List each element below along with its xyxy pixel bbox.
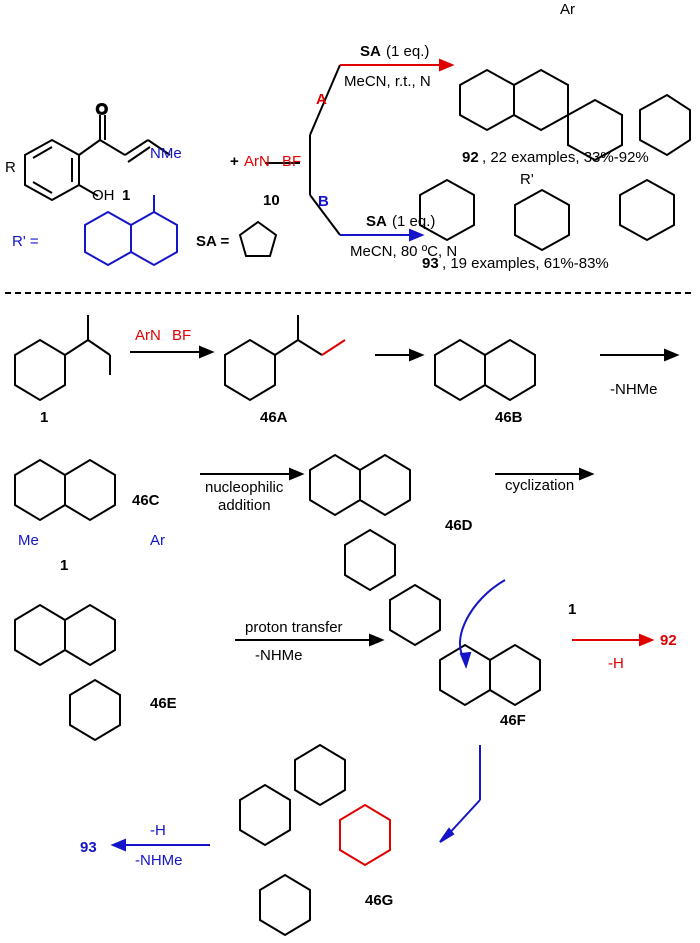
m-minus-h-92: -H bbox=[608, 655, 624, 672]
route-b-link bbox=[309, 194, 341, 236]
m-1b: 1 bbox=[60, 557, 68, 574]
m-pt-nhme2: -NHMe bbox=[255, 647, 303, 664]
succinic-anhydride bbox=[238, 220, 278, 257]
m-minus-h-93: -H bbox=[150, 822, 166, 839]
rprime-chromone bbox=[84, 195, 178, 267]
mech-row3 bbox=[14, 579, 655, 742]
m-46g: 46G bbox=[365, 892, 393, 909]
top-r: R bbox=[5, 159, 16, 176]
mech-row1 bbox=[14, 315, 680, 402]
top-nme2: NMe bbox=[150, 145, 182, 162]
sa-def: SA = bbox=[196, 233, 229, 250]
m-1a: 1 bbox=[40, 409, 48, 426]
top-reagent-bf: BF bbox=[282, 153, 301, 170]
m-nuc1: nucleophilic bbox=[205, 479, 284, 496]
m-pt: proton transfer bbox=[245, 619, 343, 636]
m-46d: 46D bbox=[445, 517, 473, 534]
top-starting-material bbox=[24, 115, 171, 202]
m-46f: 46F bbox=[500, 712, 526, 729]
sa-a: SA bbox=[360, 43, 381, 60]
m-step1-ar: ArN bbox=[135, 327, 161, 344]
rprime-def: R' = bbox=[12, 233, 39, 250]
sa-b: SA bbox=[366, 213, 387, 230]
top-oh: OH bbox=[92, 187, 115, 204]
m-92: 92 bbox=[660, 632, 677, 649]
cond-a: MeCN, r.t., N bbox=[344, 73, 431, 90]
m-46e: 46E bbox=[150, 695, 177, 712]
m-me2n: Me bbox=[18, 532, 39, 549]
p93-rp: R' bbox=[520, 171, 534, 188]
o-label: O bbox=[96, 101, 108, 118]
route-a-arrowhead bbox=[439, 58, 455, 72]
p93-text: , 19 examples, 61%-83% bbox=[442, 255, 609, 272]
top-10: 10 bbox=[263, 192, 280, 209]
top-1: 1 bbox=[122, 187, 130, 204]
m-nhme2-93: -NHMe bbox=[135, 852, 183, 869]
m-step1-bf: BF bbox=[172, 327, 191, 344]
top-plus: + bbox=[230, 153, 239, 170]
m-ar1: Ar bbox=[150, 532, 165, 549]
route-b-arrowhead bbox=[409, 228, 425, 242]
product-93-structure bbox=[419, 178, 675, 252]
sa-b-eq: (1 eq.) bbox=[392, 213, 435, 230]
m-nuc2: addition bbox=[218, 497, 271, 514]
route-a-link bbox=[309, 64, 341, 136]
p92-num: 92 bbox=[462, 149, 479, 166]
m-46c: 46C bbox=[132, 492, 160, 509]
top-reagent-ar: ArN bbox=[244, 153, 270, 170]
m-46a: 46A bbox=[260, 409, 288, 426]
p93-num: 93 bbox=[422, 255, 439, 272]
m-93: 93 bbox=[80, 839, 97, 856]
route-b-label: B bbox=[318, 193, 329, 210]
sa-a-eq: (1 eq.) bbox=[386, 43, 429, 60]
m-cycl: cyclization bbox=[505, 477, 574, 494]
mech-row4 bbox=[110, 743, 481, 937]
cond-b: MeCN, 80 ºC, N bbox=[350, 243, 457, 260]
p92-text: , 22 examples, 33%-92% bbox=[482, 149, 649, 166]
m-nhme2-1: -NHMe bbox=[610, 381, 658, 398]
m-1c: 1 bbox=[568, 601, 576, 618]
route-a-label: A bbox=[316, 91, 327, 108]
p92-ar: Ar bbox=[560, 1, 575, 18]
product-92-structure bbox=[459, 68, 691, 162]
m-46b: 46B bbox=[495, 409, 523, 426]
mech-row2 bbox=[14, 453, 595, 592]
